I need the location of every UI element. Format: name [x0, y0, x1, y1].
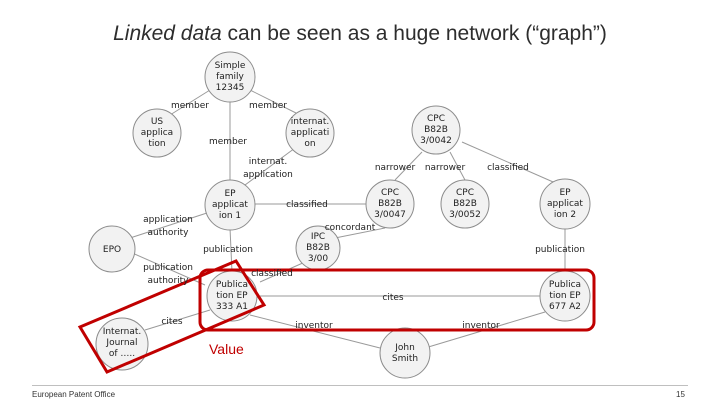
edge-cpc42-ep2	[461, 141, 561, 186]
node-simple-family[interactable]	[204, 51, 256, 103]
edge-ipc-pub1	[259, 261, 306, 283]
edge-internat-ep1	[244, 147, 296, 186]
edge-family-us	[169, 89, 211, 116]
node-us-application[interactable]	[132, 108, 182, 158]
node-internat-journal[interactable]	[95, 317, 149, 371]
edge-epo-ep1	[129, 211, 211, 239]
edge-label-inventor-right: inventor	[462, 321, 500, 331]
edge-label-member-center: member	[209, 137, 247, 147]
highlight-label-value: Value	[209, 341, 244, 357]
highlights	[77, 259, 596, 374]
footer-rule	[32, 385, 688, 386]
edge-family-internat	[249, 89, 301, 116]
node-epo[interactable]	[88, 225, 136, 273]
edge-label-publication-authority-2: authority	[147, 276, 189, 286]
edge-label-application-authority-2: authority	[147, 228, 189, 238]
node-cpc-0042[interactable]	[411, 105, 461, 155]
edge-label-concordant: concordant	[325, 223, 376, 233]
edge-label-narrower-2: narrower	[425, 163, 466, 173]
edge-label-publication-right: publication	[535, 245, 585, 255]
edge-cpc47-ipc	[334, 227, 386, 239]
nodes	[88, 51, 591, 379]
edge-label-classified-center: classified	[286, 200, 328, 210]
edge-label-internat: internat.	[249, 157, 287, 167]
edge-label-publication-authority-1: publication	[143, 263, 193, 273]
edge-label-inventor-left: inventor	[295, 321, 333, 331]
edge-label-cites-left: cites	[161, 317, 183, 327]
node-internat-application[interactable]	[285, 108, 335, 158]
page-number: 15	[676, 390, 685, 399]
edges	[129, 89, 566, 349]
edge-labels: member member member internat. applicati…	[143, 101, 585, 331]
edge-label-application: application	[243, 170, 293, 180]
title-rest: can be seen as a huge network (“graph”)	[221, 22, 607, 45]
edge-label-classified-right: classified	[487, 163, 529, 173]
edge-label-member-right: member	[249, 101, 287, 111]
node-ep-application-1[interactable]	[204, 179, 256, 231]
edge-label-classified-lower: classified	[251, 269, 293, 279]
node-cpc-0047[interactable]	[365, 179, 415, 229]
label-epo: EPO	[103, 245, 121, 255]
edge-cpc42-cpc47	[394, 151, 423, 181]
edge-ep1-pub1	[229, 227, 233, 273]
edge-label-publication-left: publication	[203, 245, 253, 255]
footer-organization: European Patent Office	[32, 390, 116, 399]
edge-cpc42-cpc52	[449, 151, 466, 181]
slide-title: Linked data can be seen as a huge networ…	[0, 22, 720, 46]
edge-label-application-authority-1: application	[143, 215, 193, 225]
highlight-cites-diagonal	[77, 259, 267, 374]
title-italic: Linked data	[113, 22, 222, 45]
edge-label-member-left: member	[171, 101, 209, 111]
node-john-smith[interactable]	[379, 327, 431, 379]
edge-label-narrower-1: narrower	[375, 163, 416, 173]
edge-label-cites-center: cites	[382, 293, 404, 303]
highlight-publication-row	[198, 268, 596, 332]
node-cpc-0052[interactable]	[440, 179, 490, 229]
node-ep-application-2[interactable]	[539, 178, 591, 230]
